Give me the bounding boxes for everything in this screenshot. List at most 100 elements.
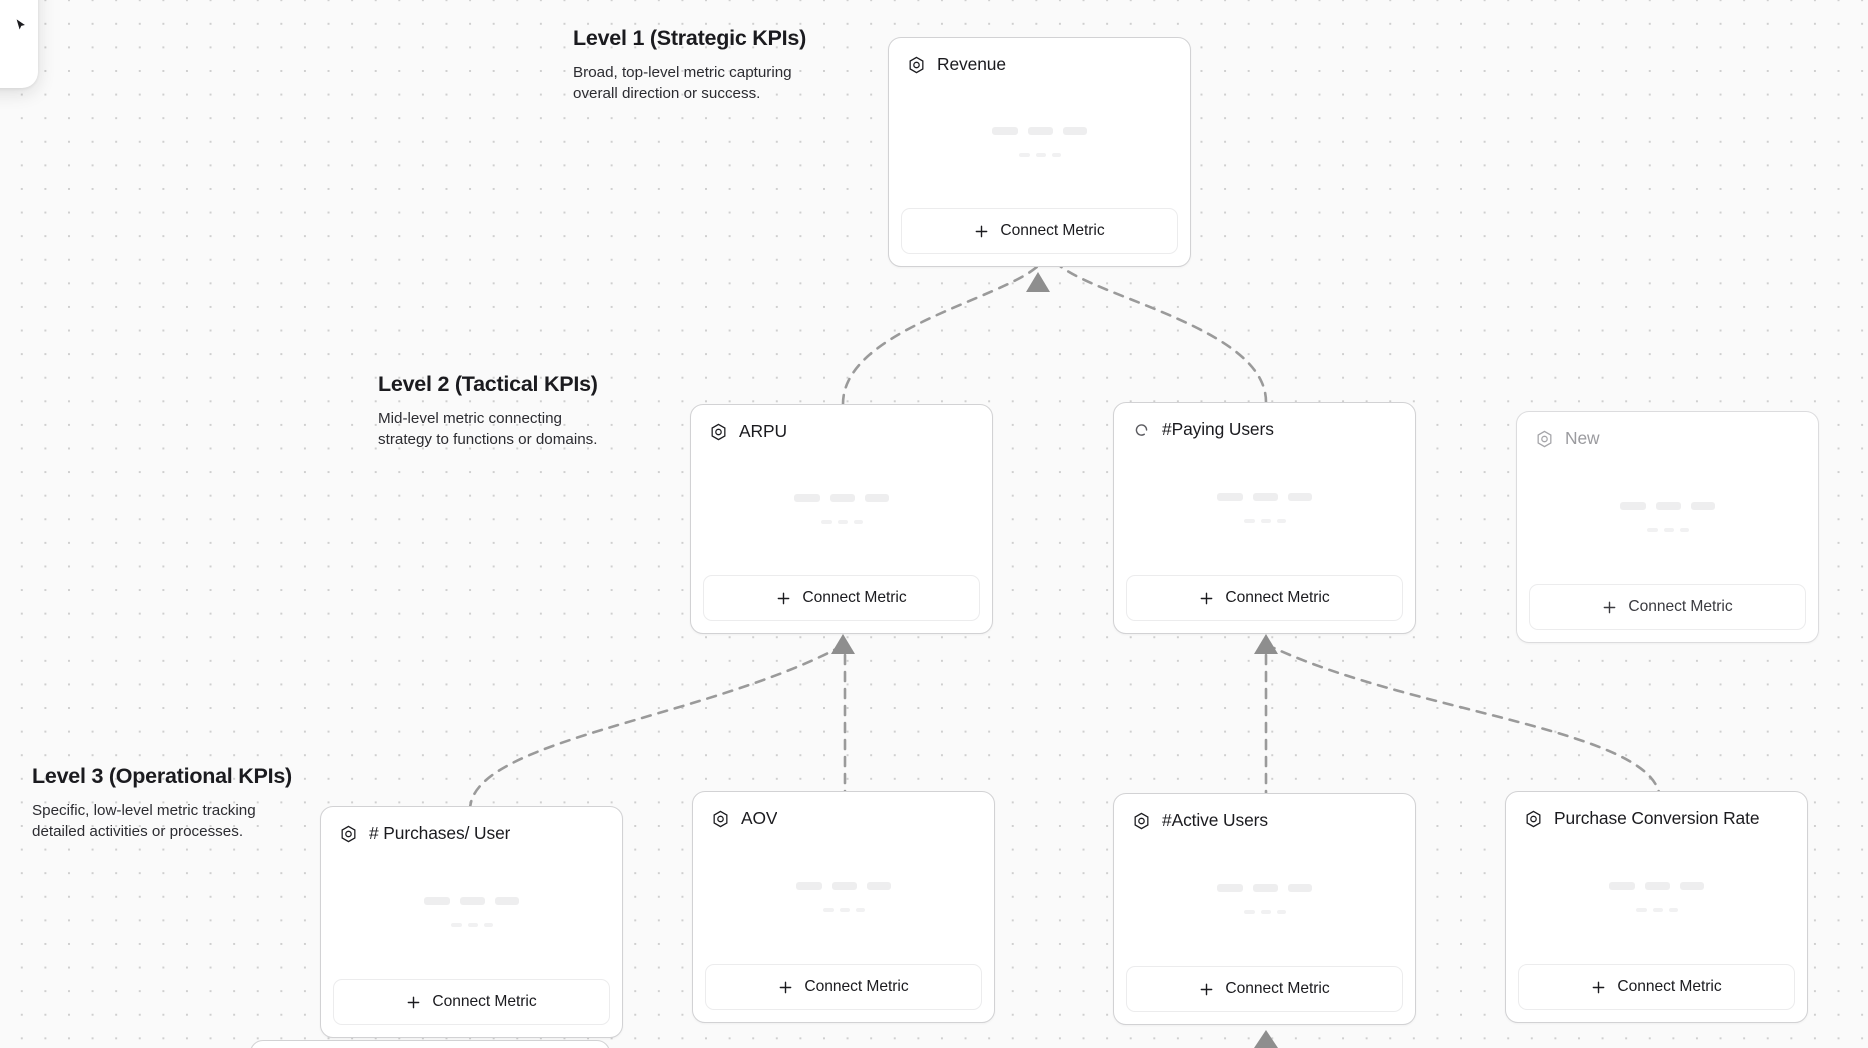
connect-metric-button[interactable]: Connect Metric xyxy=(333,979,610,1025)
skeleton-bar xyxy=(867,881,891,890)
arrow-into-arpu xyxy=(831,634,855,654)
metric-card-purchases-per-user[interactable]: # Purchases/ User Connect Metric xyxy=(320,806,623,1038)
skeleton-bar xyxy=(483,922,493,927)
connect-metric-button[interactable]: Connect Metric xyxy=(703,575,980,621)
connect-metric-button[interactable]: Connect Metric xyxy=(1518,964,1795,1010)
connect-metric-label: Connect Metric xyxy=(1225,980,1330,997)
skeleton-row-secondary xyxy=(1243,518,1286,523)
skeleton-bar xyxy=(992,126,1018,135)
skeleton-row-primary xyxy=(1609,881,1704,890)
plus-icon xyxy=(778,592,790,604)
skeleton-row-secondary xyxy=(1635,907,1678,912)
skeleton-bar xyxy=(794,493,820,502)
card-title: AOV xyxy=(741,808,778,828)
connect-metric-label: Connect Metric xyxy=(1628,598,1733,615)
connect-metric-button[interactable]: Connect Metric xyxy=(1126,575,1403,621)
edge-pcr-paying xyxy=(1272,646,1662,802)
skeleton-bar xyxy=(832,881,857,890)
card-title: #Paying Users xyxy=(1162,419,1274,439)
card-header: New xyxy=(1517,412,1818,449)
skeleton-row-secondary xyxy=(1018,152,1061,157)
metric-hexagon-icon xyxy=(1134,812,1149,829)
skeleton-bar xyxy=(1680,881,1704,890)
connect-metric-label: Connect Metric xyxy=(1225,589,1330,606)
metric-card-active-users[interactable]: #Active Users Connect Metric xyxy=(1113,793,1416,1025)
skeleton-bar xyxy=(1646,527,1658,532)
level-1-label-block: Level 1 (Strategic KPIs) Broad, top-leve… xyxy=(573,26,813,104)
connect-metric-label: Connect Metric xyxy=(1617,978,1722,995)
plus-icon xyxy=(1593,981,1605,993)
connect-metric-button[interactable]: Connect Metric xyxy=(1529,584,1806,630)
skeleton-bar xyxy=(1645,881,1670,890)
metric-hexagon-icon xyxy=(341,825,356,842)
connect-metric-label: Connect Metric xyxy=(1000,222,1105,239)
loading-spinner-icon xyxy=(1135,423,1148,436)
metric-hexagon-icon xyxy=(713,810,728,827)
metric-card-purchase-conversion-rate[interactable]: Purchase Conversion Rate Connect Metric xyxy=(1505,791,1808,1023)
metric-card-aov[interactable]: AOV Connect Metric xyxy=(692,791,995,1023)
level-1-description: Broad, top-level metric capturing overal… xyxy=(573,63,792,102)
card-title: ARPU xyxy=(739,421,787,441)
card-header: #Paying Users xyxy=(1114,403,1415,440)
skeleton-bar xyxy=(1018,152,1030,157)
skeleton-bar xyxy=(1635,907,1647,912)
card-header: AOV xyxy=(693,792,994,829)
skeleton-bar xyxy=(1679,527,1689,532)
connect-metric-button[interactable]: Connect Metric xyxy=(705,964,982,1010)
connect-metric-label: Connect Metric xyxy=(432,993,537,1010)
skeleton-bar xyxy=(1051,152,1061,157)
card-header: Purchase Conversion Rate xyxy=(1506,792,1807,829)
card-header: Revenue xyxy=(889,38,1190,75)
skeleton-row-secondary xyxy=(822,907,865,912)
arrow-into-paying xyxy=(1254,634,1278,654)
metric-card-arpu[interactable]: ARPU Connect Metric xyxy=(690,404,993,634)
skeleton-bar xyxy=(1656,501,1681,510)
skeleton-bar xyxy=(839,907,850,912)
metric-card-offscreen-bottom[interactable] xyxy=(250,1040,610,1048)
card-placeholder-body xyxy=(1506,829,1807,964)
plus-icon xyxy=(976,225,988,237)
level-3-label-block: Level 3 (Operational KPIs) Specific, low… xyxy=(32,764,292,842)
level-1-title: Level 1 (Strategic KPIs) xyxy=(573,26,806,50)
skeleton-bar xyxy=(1668,907,1678,912)
skeleton-bar xyxy=(820,519,832,524)
skeleton-bar xyxy=(1035,152,1046,157)
skeleton-bar xyxy=(1288,492,1312,501)
metric-card-revenue[interactable]: Revenue Connect Metric xyxy=(888,37,1191,267)
skeleton-row-secondary xyxy=(450,922,493,927)
skeleton-bar xyxy=(460,896,485,905)
card-title: #Active Users xyxy=(1162,810,1268,830)
level-2-label-block: Level 2 (Tactical KPIs) Mid-level metric… xyxy=(378,372,618,450)
skeleton-bar xyxy=(1288,883,1312,892)
skeleton-bar xyxy=(1253,492,1278,501)
skeleton-bar xyxy=(495,896,519,905)
metric-hexagon-icon xyxy=(1537,430,1552,447)
plus-icon xyxy=(1604,601,1616,613)
level-3-description: Specific, low-level metric tracking deta… xyxy=(32,801,256,840)
skeleton-bar xyxy=(796,881,822,890)
skeleton-bar xyxy=(1217,492,1243,501)
floating-toolbar-panel[interactable] xyxy=(0,0,38,88)
skeleton-bar xyxy=(424,896,450,905)
arrow-into-revenue xyxy=(1026,272,1050,292)
skeleton-bar xyxy=(1652,907,1663,912)
connect-metric-button[interactable]: Connect Metric xyxy=(901,208,1178,254)
metric-hexagon-icon xyxy=(1526,810,1541,827)
connect-metric-button[interactable]: Connect Metric xyxy=(1126,966,1403,1012)
card-title: Revenue xyxy=(937,54,1006,74)
plus-icon xyxy=(1201,983,1213,995)
skeleton-bar xyxy=(822,907,834,912)
skeleton-bar xyxy=(1217,883,1243,892)
metric-card-paying-users[interactable]: #Paying Users Connect Metric xyxy=(1113,402,1416,634)
skeleton-row-primary xyxy=(794,493,889,502)
skeleton-row-secondary xyxy=(820,519,863,524)
edge-arpu-revenue xyxy=(841,264,1040,406)
plus-icon xyxy=(408,996,420,1008)
skeleton-row-primary xyxy=(1620,501,1715,510)
skeleton-row-primary xyxy=(992,126,1087,135)
metric-card-new[interactable]: New Connect Metric xyxy=(1516,411,1819,643)
level-2-description: Mid-level metric connecting strategy to … xyxy=(378,409,598,448)
card-header: #Active Users xyxy=(1114,794,1415,831)
connect-metric-label: Connect Metric xyxy=(802,589,907,606)
